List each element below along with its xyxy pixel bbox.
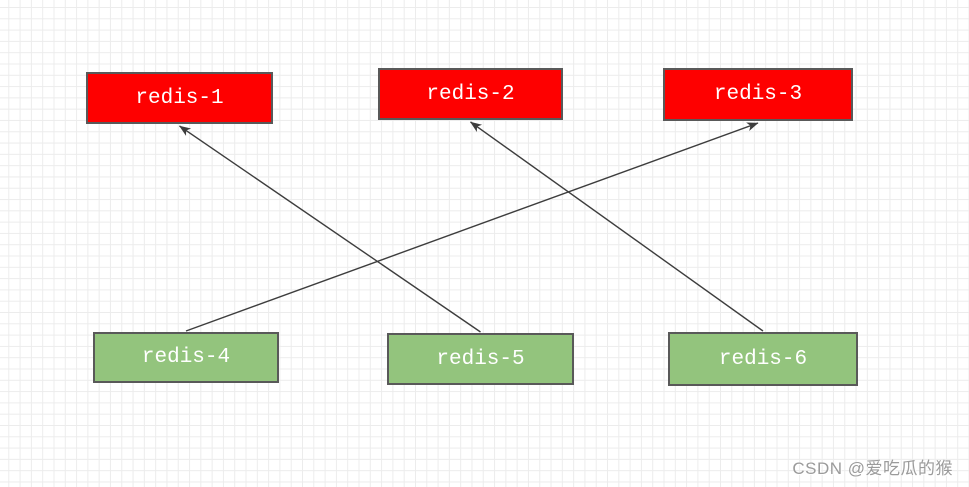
edge-arrow-redis-4-to-redis-3	[185, 122, 759, 332]
node-redis-2: redis-2	[378, 68, 563, 120]
watermark: CSDN @爱吃瓜的猴	[792, 459, 953, 478]
node-label: redis-1	[135, 86, 224, 110]
node-label: redis-4	[141, 346, 231, 369]
edge-arrow-redis-6-to-redis-2	[470, 121, 764, 332]
node-redis-4: redis-4	[93, 332, 279, 383]
node-redis-5: redis-5	[387, 333, 574, 385]
node-label: redis-2	[426, 82, 515, 106]
node-label: redis-3	[713, 83, 803, 106]
edge-arrow-redis-5-to-redis-1	[179, 125, 481, 333]
node-label: redis-6	[718, 347, 808, 371]
node-redis-1: redis-1	[86, 72, 273, 124]
node-label: redis-5	[436, 347, 525, 371]
node-redis-6: redis-6	[668, 332, 858, 386]
node-redis-3: redis-3	[663, 68, 853, 121]
